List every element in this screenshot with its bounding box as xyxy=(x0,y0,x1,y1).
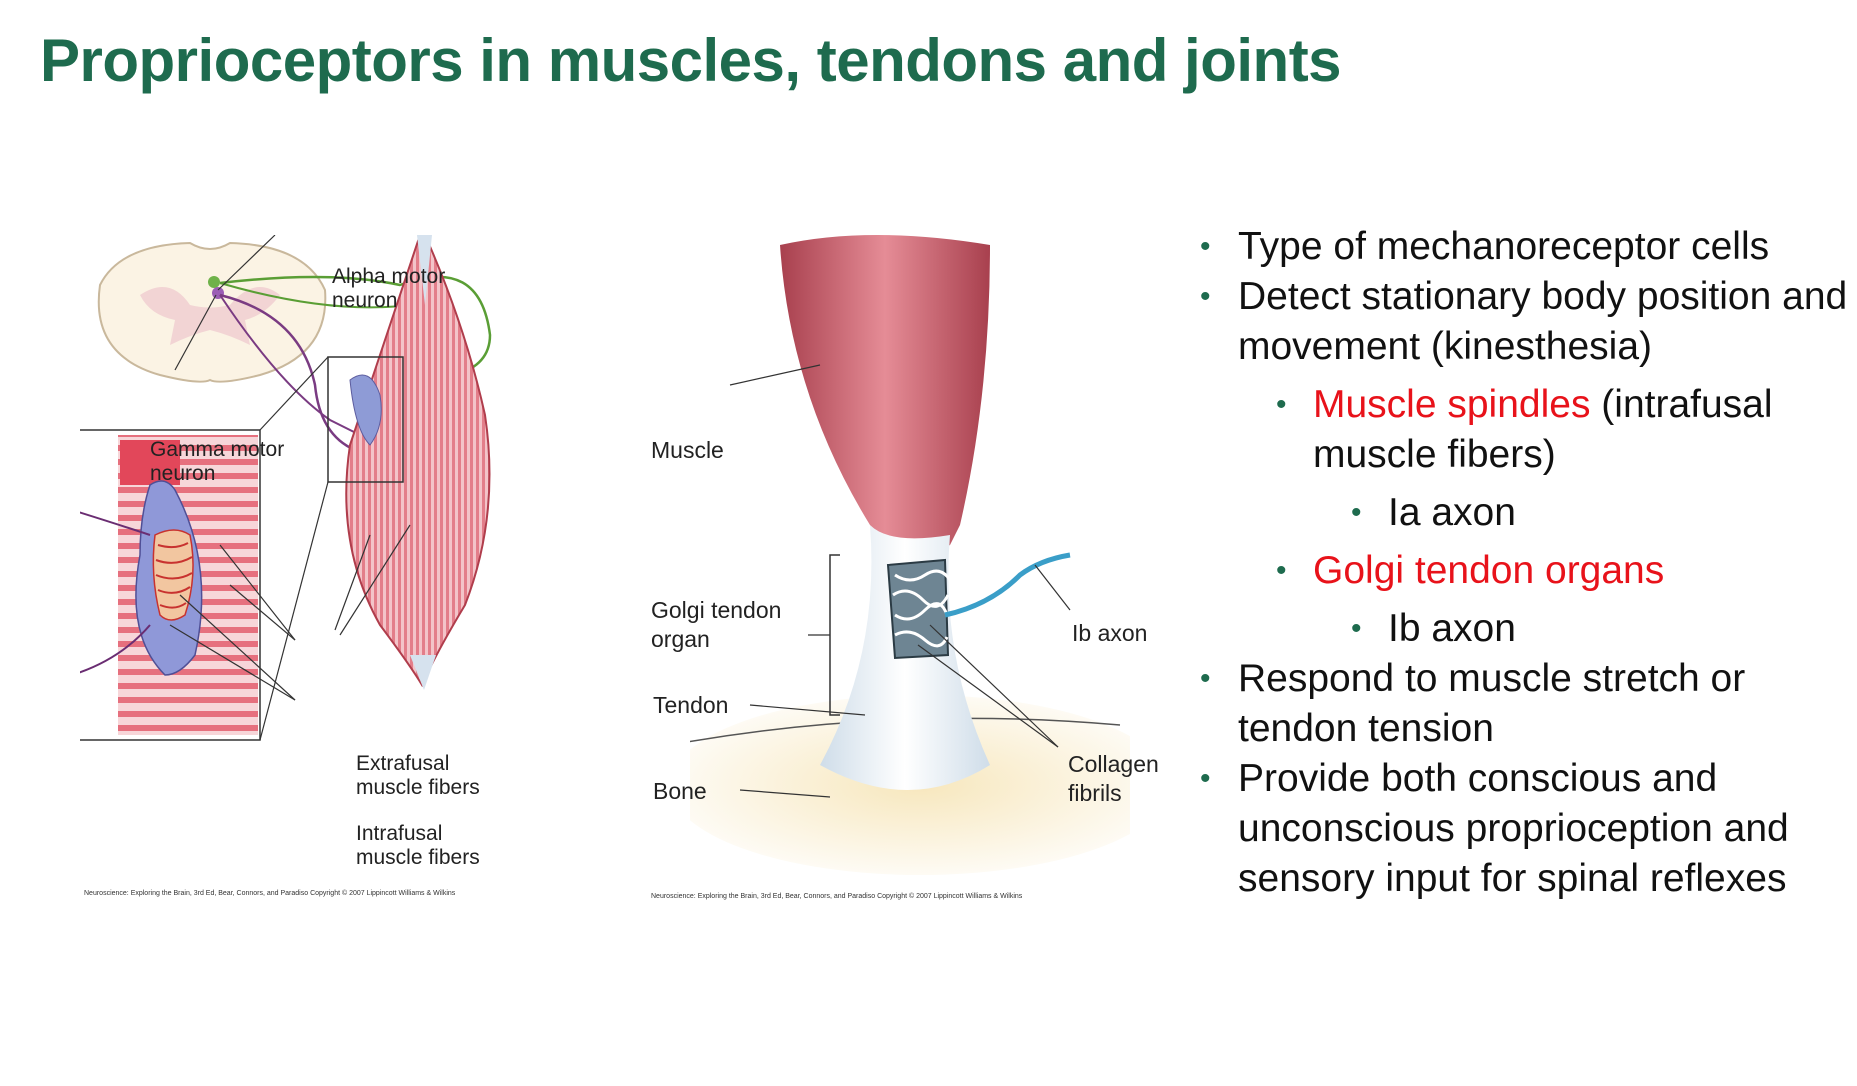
bullet-item: • Respond to muscle stretch or tendon te… xyxy=(1200,654,1850,754)
label-bone: Bone xyxy=(653,778,707,804)
figure-right-credit: Neuroscience: Exploring the Brain, 3rd E… xyxy=(651,893,1023,900)
label-alpha-motor-neuron: Alpha motor neuron xyxy=(332,265,446,312)
bullet-item: • Type of mechanoreceptor cells xyxy=(1200,222,1850,272)
bullet-dot-icon: • xyxy=(1200,662,1211,695)
golgi-tendon-organ-figure xyxy=(690,225,1130,885)
slide-title: Proprioceptors in muscles, tendons and j… xyxy=(40,27,1342,94)
bullet-item: • Detect stationary body position and mo… xyxy=(1200,272,1850,372)
bullet-dot-icon: • xyxy=(1276,388,1287,421)
bullet-list: • Type of mechanoreceptor cells • Detect… xyxy=(1200,222,1850,904)
bullet-dot-icon: • xyxy=(1200,280,1211,313)
label-collagen-fibrils: Collagen fibrils xyxy=(1068,751,1159,806)
golgi-tendon-illustration xyxy=(690,235,1130,875)
label-intrafusal-fibers: Intrafusal muscle fibers xyxy=(356,822,480,869)
label-muscle: Muscle xyxy=(651,437,724,463)
bullet-item-ia-axon: • Ia axon xyxy=(1200,488,1850,538)
bullet-item-muscle-spindles: • Muscle spindles (intrafusal muscle fib… xyxy=(1200,380,1850,480)
bullet-dot-icon: • xyxy=(1351,496,1362,529)
bullet-item-ib-axon: • Ib axon xyxy=(1200,604,1850,654)
label-gamma-motor-neuron: Gamma motor neuron xyxy=(150,438,285,485)
muscle-spindle-illustration xyxy=(80,235,492,741)
bullet-dot-icon: • xyxy=(1200,230,1211,263)
bullet-dot-icon: • xyxy=(1351,612,1362,645)
label-extrafusal-fibers: Extrafusal muscle fibers xyxy=(356,752,480,799)
bullet-item: • Provide both conscious and unconscious… xyxy=(1200,754,1850,904)
bullet-dot-icon: • xyxy=(1200,762,1211,795)
bullet-dot-icon: • xyxy=(1276,554,1287,587)
label-golgi-tendon-organ: Golgi tendon organ xyxy=(651,597,782,652)
muscle-spindle-figure xyxy=(80,235,620,915)
figure-left-credit: Neuroscience: Exploring the Brain, 3rd E… xyxy=(84,890,456,897)
bullet-item-golgi-tendon-organs: • Golgi tendon organs xyxy=(1200,546,1850,596)
label-ib-axon: Ib axon xyxy=(1072,620,1148,646)
label-tendon: Tendon xyxy=(653,692,729,718)
